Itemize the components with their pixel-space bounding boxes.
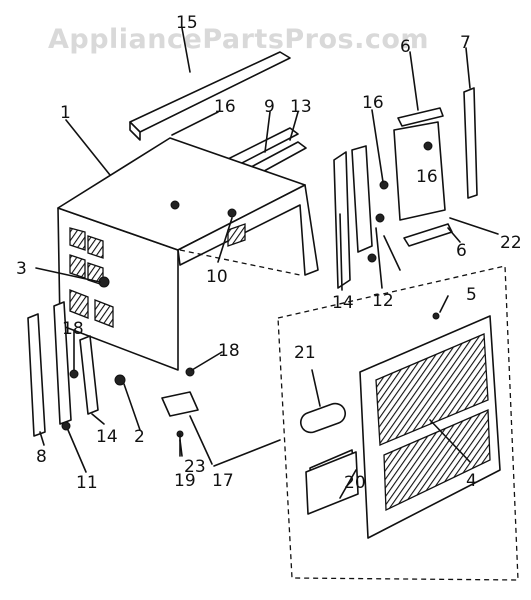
callout-16: 16 (362, 93, 384, 113)
callout-16: 16 (214, 97, 236, 117)
callout-5: 5 (466, 285, 477, 305)
callout-19: 19 (174, 471, 196, 491)
callout-6: 6 (400, 37, 411, 57)
callout-7: 7 (460, 33, 471, 53)
leader-lines (35, 27, 499, 499)
callout-23: 23 (184, 457, 206, 477)
part-2-17-19-bracket (114, 367, 199, 457)
callout-21: 21 (294, 343, 316, 363)
callout-10: 10 (206, 267, 228, 287)
callout-8: 8 (36, 447, 47, 467)
callout-12: 12 (372, 291, 394, 311)
callout-9: 9 (264, 97, 275, 117)
callout-labels: 15 16 9 13 16 6 7 1 16 3 10 14 12 22 6 5… (16, 13, 522, 493)
part-6-7-panel (393, 87, 478, 247)
watermark-text: AppliancePartsPros.com (48, 24, 429, 55)
callout-22: 22 (500, 233, 522, 253)
part-15-top-rail (129, 51, 291, 141)
callout-20: 20 (344, 473, 366, 493)
callout-15: 15 (176, 13, 198, 33)
callout-17: 17 (212, 471, 234, 491)
part-8-11-left-rails (27, 301, 99, 437)
callout-14: 14 (96, 427, 118, 447)
callout-13: 13 (290, 97, 312, 117)
callout-18: 18 (218, 341, 240, 361)
callout-16: 16 (416, 167, 438, 187)
part-14-12-side-rail (333, 145, 389, 289)
callout-11: 11 (76, 473, 98, 493)
callout-14: 14 (332, 293, 354, 313)
callout-6: 6 (456, 241, 467, 261)
part-4-front-grille (359, 312, 501, 539)
callout-2: 2 (134, 427, 145, 447)
part-1-cabinet (57, 137, 319, 371)
part-21-20-filter (299, 402, 359, 515)
part-23-front-assembly-box (277, 265, 519, 581)
callout-3: 3 (16, 259, 27, 279)
callout-18: 18 (62, 319, 84, 339)
callout-1: 1 (60, 103, 71, 123)
callout-4: 4 (466, 471, 477, 491)
